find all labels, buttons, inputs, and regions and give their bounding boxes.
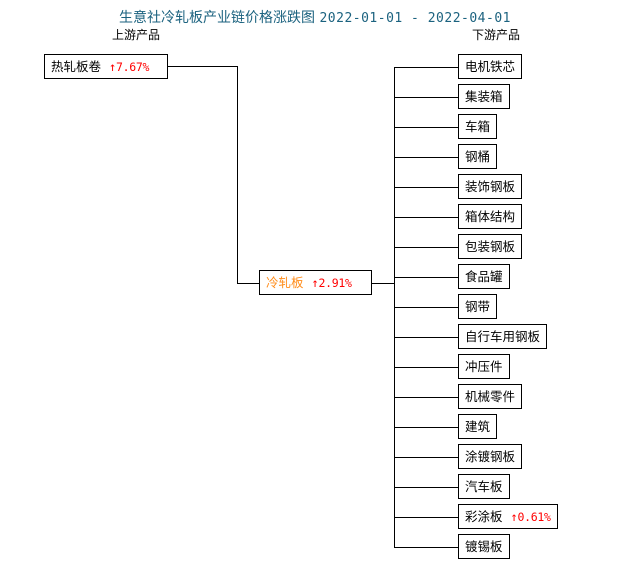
downstream-node-电机铁芯[interactable]: 电机铁芯 xyxy=(458,54,523,79)
node-label: 电机铁芯 xyxy=(465,59,516,74)
page-title: 生意社冷轧板产业链价格涨跌图 2022-01-01 - 2022-04-01 xyxy=(0,7,630,27)
downstream-node-涂镀钢板[interactable]: 涂镀钢板 xyxy=(458,444,523,469)
node-label: 机械零件 xyxy=(465,389,516,404)
downstream-node-自行车用钢板[interactable]: 自行车用钢板 xyxy=(458,324,548,349)
node-label: 食品罐 xyxy=(465,269,503,284)
node-label: 车箱 xyxy=(465,119,491,134)
column-header-upstream: 上游产品 xyxy=(111,28,160,42)
connector-trunk-to-钢桶 xyxy=(394,156,458,158)
node-change-value: 2.91% xyxy=(318,276,352,290)
downstream-node-镀锡板[interactable]: 镀锡板 xyxy=(458,534,510,559)
node-label: 箱体结构 xyxy=(465,209,516,224)
node-label: 装饰钢板 xyxy=(465,179,516,194)
node-change: ↑2.91% xyxy=(312,276,352,290)
connector-trunk-to-集装箱 xyxy=(394,96,458,98)
node-label: 钢带 xyxy=(465,299,491,314)
node-label: 涂镀钢板 xyxy=(465,449,516,464)
connector-upstream-vertical xyxy=(237,66,238,283)
connector-center-to-trunk xyxy=(372,283,395,284)
downstream-node-建筑[interactable]: 建筑 xyxy=(458,414,498,439)
downstream-node-箱体结构[interactable]: 箱体结构 xyxy=(458,204,523,229)
connector-trunk-to-镀锡板 xyxy=(394,546,458,548)
node-change-value: 7.67% xyxy=(115,60,150,74)
downstream-node-装饰钢板[interactable]: 装饰钢板 xyxy=(458,174,523,199)
downstream-node-钢带[interactable]: 钢带 xyxy=(458,294,498,319)
connector-trunk-to-钢带 xyxy=(394,306,458,308)
downstream-node-车箱[interactable]: 车箱 xyxy=(458,114,498,139)
node-label: 自行车用钢板 xyxy=(465,329,541,344)
node-label: 包装钢板 xyxy=(465,239,516,254)
connector-trunk-to-车箱 xyxy=(394,126,458,128)
downstream-node-机械零件[interactable]: 机械零件 xyxy=(458,384,523,409)
downstream-node-彩涂板[interactable]: 彩涂板 ↑0.61% xyxy=(458,504,558,529)
up-arrow-icon: ↑ xyxy=(311,276,319,290)
downstream-node-汽车板[interactable]: 汽车板 xyxy=(458,474,510,499)
connector-trunk-to-包装钢板 xyxy=(394,246,458,248)
node-label: 镀锡板 xyxy=(465,539,503,554)
downstream-node-食品罐[interactable]: 食品罐 xyxy=(458,264,510,289)
connector-trunk-to-自行车用钢板 xyxy=(394,336,458,338)
connector-trunk-to-彩涂板 xyxy=(394,516,458,518)
connector-trunk-to-涂镀钢板 xyxy=(394,456,458,458)
connector-trunk-to-箱体结构 xyxy=(394,216,458,218)
node-label: 热轧板卷 xyxy=(51,59,102,74)
connector-trunk-to-建筑 xyxy=(394,426,458,428)
connector-trunk-to-冲压件 xyxy=(394,366,458,368)
downstream-node-钢桶[interactable]: 钢桶 xyxy=(458,144,498,169)
node-label: 汽车板 xyxy=(465,479,503,494)
downstream-node-集装箱[interactable]: 集装箱 xyxy=(458,84,510,109)
center-node-冷轧板[interactable]: 冷轧板 ↑2.91% xyxy=(259,270,372,295)
node-change: ↑0.61% xyxy=(511,510,551,524)
node-label: 冷轧板 xyxy=(266,275,304,290)
column-header-downstream: 下游产品 xyxy=(471,28,520,42)
connector-trunk-to-食品罐 xyxy=(394,276,458,278)
node-label: 建筑 xyxy=(465,419,491,434)
node-label: 冲压件 xyxy=(465,359,503,374)
downstream-node-冲压件[interactable]: 冲压件 xyxy=(458,354,510,379)
connector-trunk-to-汽车板 xyxy=(394,486,458,488)
up-arrow-icon: ↑ xyxy=(510,510,518,524)
node-change-value: 0.61% xyxy=(517,510,551,524)
connector-trunk-to-电机铁芯 xyxy=(394,66,458,68)
upstream-node-热轧板卷[interactable]: 热轧板卷 ↑7.67% xyxy=(44,54,168,79)
node-change: ↑7.67% xyxy=(109,60,149,74)
node-label: 集装箱 xyxy=(465,89,503,104)
node-label: 彩涂板 xyxy=(465,509,503,524)
title-text: 生意社冷轧板产业链价格涨跌图 xyxy=(119,10,316,26)
up-arrow-icon: ↑ xyxy=(109,60,116,74)
connector-upstream-horizontal-bottom xyxy=(237,283,260,284)
title-date-range: 2022-01-01 - 2022-04-01 xyxy=(319,11,511,26)
connector-trunk-to-机械零件 xyxy=(394,396,458,398)
connector-trunk-to-装饰钢板 xyxy=(394,186,458,188)
connector-upstream-horizontal-top xyxy=(168,66,238,67)
node-label: 钢桶 xyxy=(465,149,491,164)
downstream-node-包装钢板[interactable]: 包装钢板 xyxy=(458,234,523,259)
